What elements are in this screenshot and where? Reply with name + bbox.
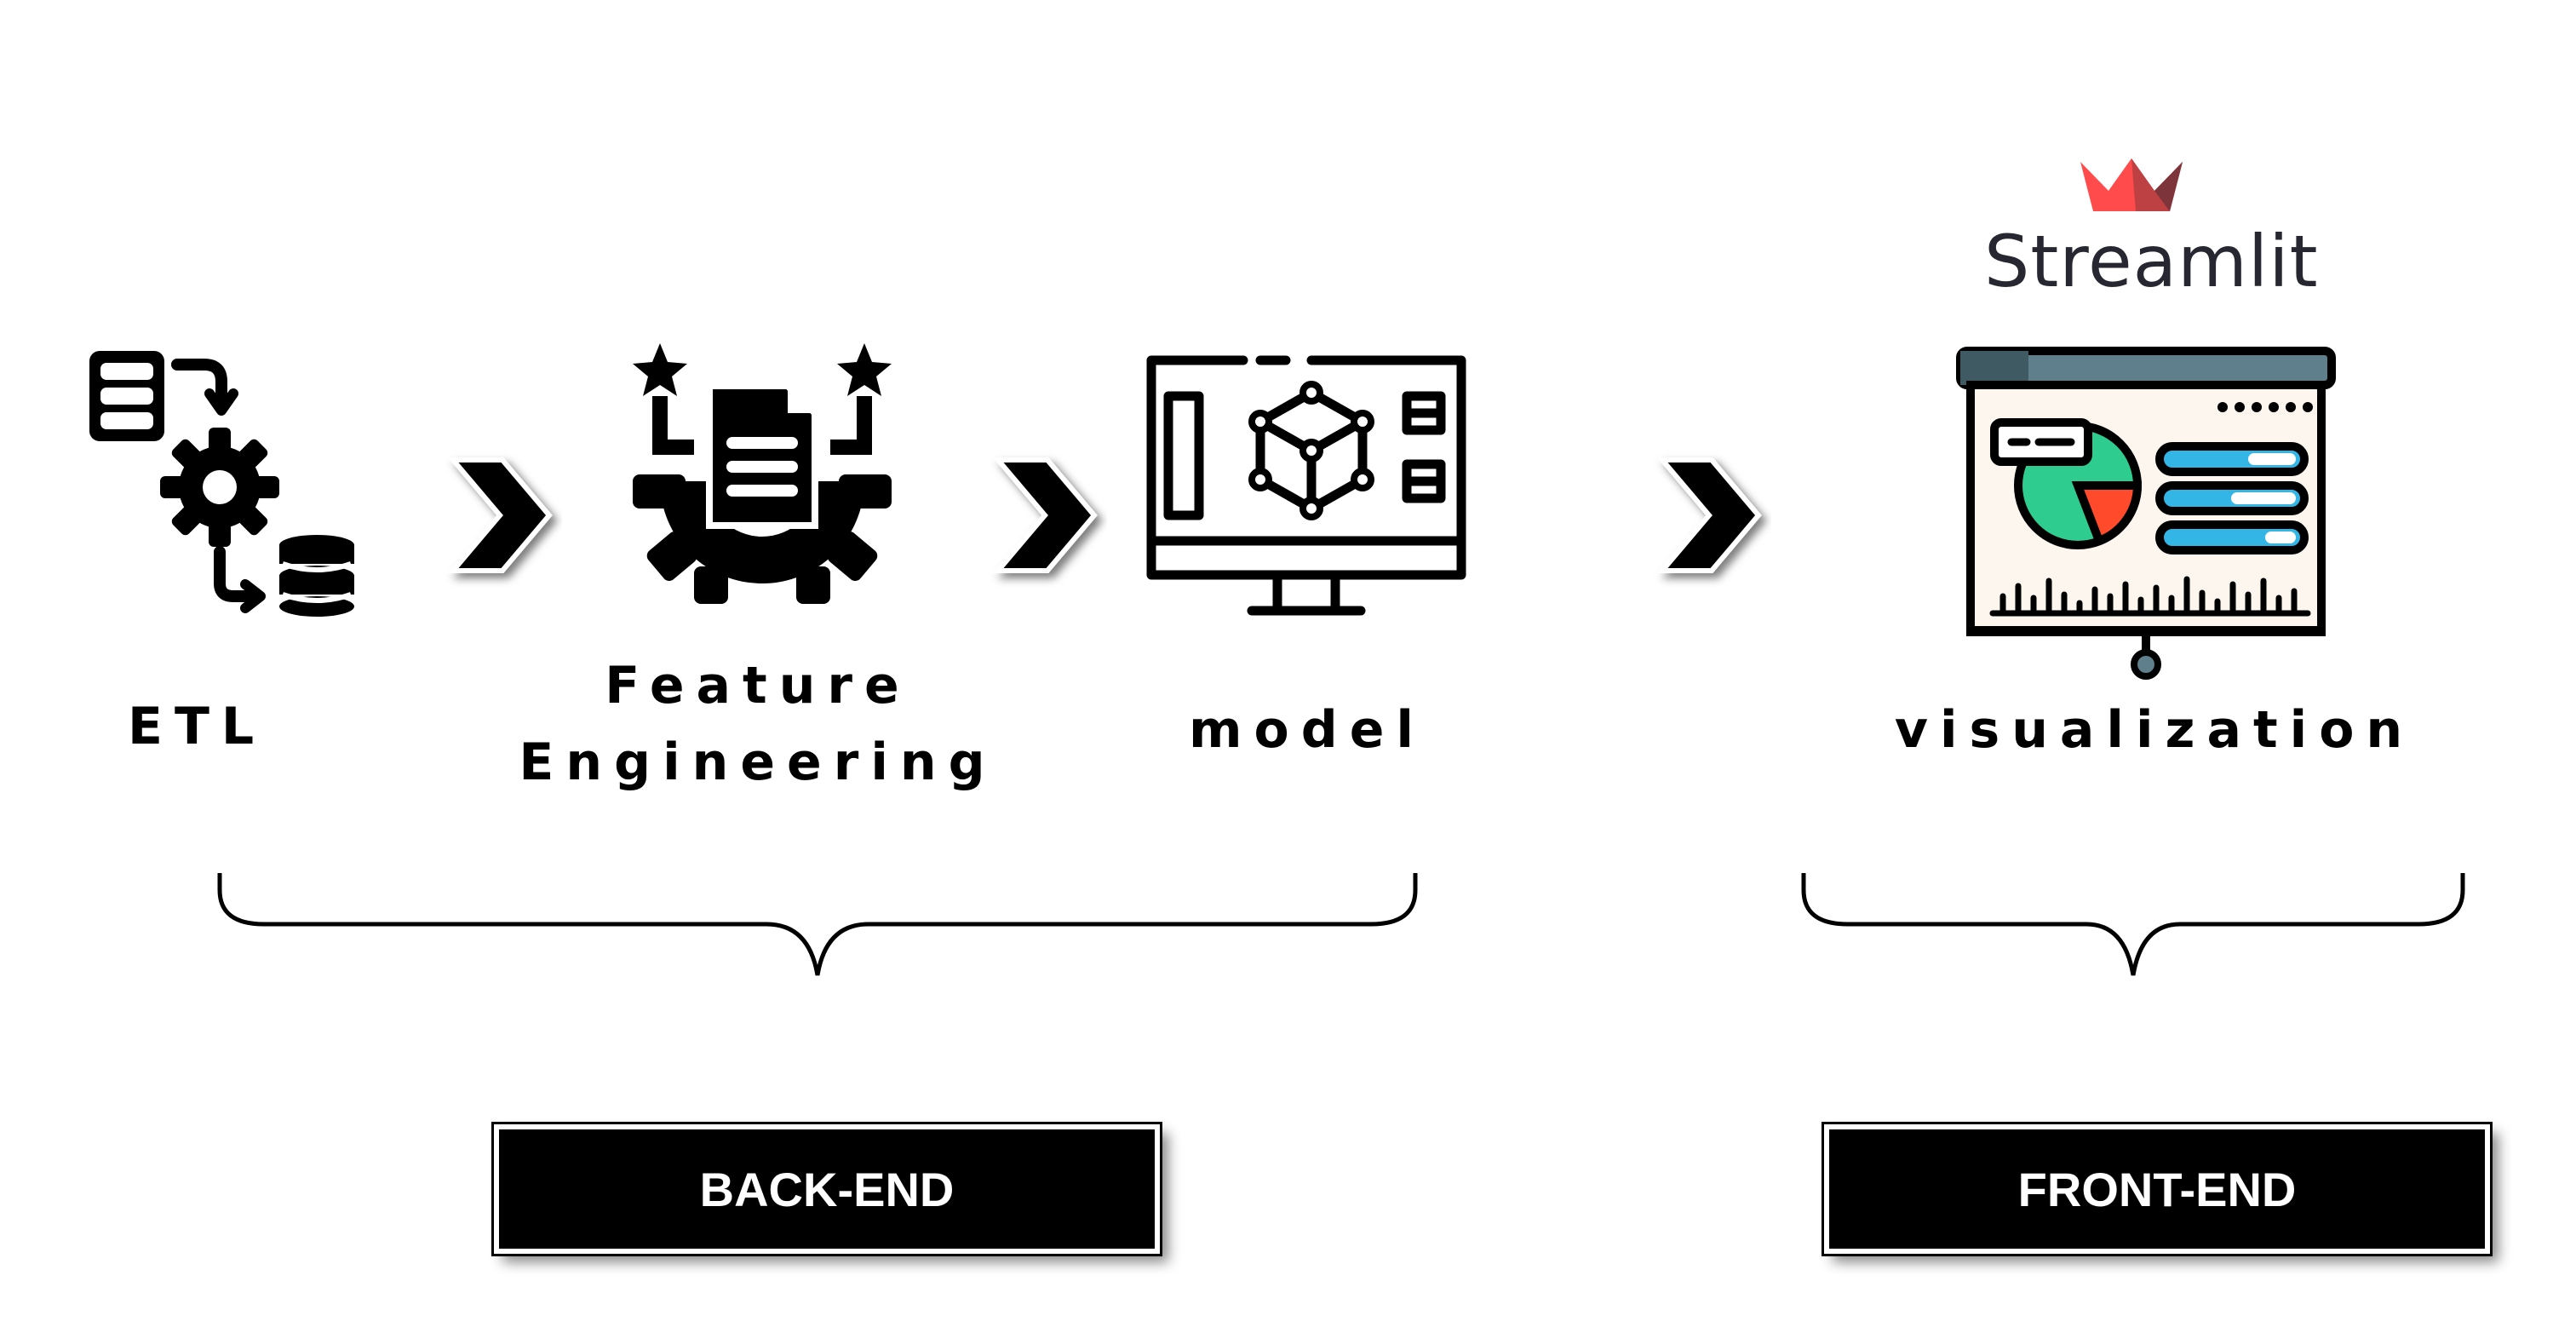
- model-label: model: [1189, 700, 1426, 760]
- presentation-board-chart-icon: [1956, 347, 2336, 680]
- streamlit-crown-logo: [2080, 158, 2183, 211]
- model-monitor-cube-icon: [1146, 355, 1466, 616]
- backend-label-box: BACK-END: [491, 1122, 1162, 1256]
- backend-brace: [217, 873, 1418, 976]
- chevron-right-icon: [992, 457, 1098, 573]
- chevron-right-icon: [447, 457, 553, 573]
- streamlit-brand-name: Streamlit: [1984, 220, 2319, 303]
- feature-label-line2: Engineering: [519, 733, 997, 792]
- frontend-label-box: FRONT-END: [1822, 1122, 2493, 1256]
- etl-gear-database-icon: [89, 351, 354, 617]
- frontend-brace: [1801, 873, 2465, 976]
- etl-label: ETL: [128, 697, 267, 756]
- feature-engineering-label: Feature Engineering: [511, 647, 1005, 801]
- chevron-right-icon: [1656, 457, 1762, 573]
- visualization-label: visualization: [1894, 700, 2415, 760]
- feature-label-line1: Feature: [605, 656, 911, 715]
- feature-engineering-gear-document-icon: [633, 343, 892, 604]
